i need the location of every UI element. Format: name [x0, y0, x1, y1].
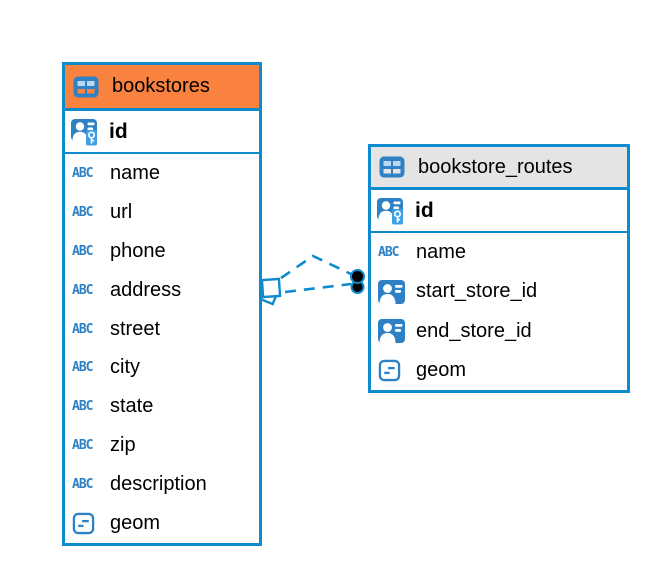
column-row-url[interactable]: ABC url — [65, 193, 259, 232]
column-row-phone[interactable]: ABC phone — [65, 232, 259, 271]
text-type-icon: ABC — [72, 321, 94, 337]
relationship-dots-marker[interactable] — [350, 269, 365, 294]
text-type-icon: ABC — [72, 360, 94, 376]
column-name: state — [110, 395, 154, 418]
primary-key-icon — [377, 197, 407, 225]
relationship-line-lower[interactable] — [284, 282, 352, 294]
text-type-icon: ABC — [72, 282, 94, 298]
column-row-zip[interactable]: ABC zip — [65, 426, 259, 465]
column-row-start-store-id[interactable]: start_store_id — [371, 272, 627, 311]
table-grid-icon — [379, 156, 409, 178]
table-title: bookstores — [112, 75, 210, 97]
table-header-bookstore-routes[interactable]: bookstore_routes — [371, 147, 627, 190]
text-type-icon: ABC — [378, 245, 400, 261]
column-row-description[interactable]: ABC description — [65, 465, 259, 504]
primary-key-icon — [71, 118, 101, 146]
relationship-line-upper[interactable] — [280, 254, 352, 280]
relationship-squares-marker[interactable] — [255, 277, 282, 306]
table-bookstores[interactable]: bookstores id — [62, 62, 262, 546]
text-type-icon: ABC — [72, 399, 94, 415]
text-type-icon: ABC — [72, 165, 94, 181]
column-name: id — [415, 198, 434, 222]
column-name: zip — [110, 434, 136, 457]
text-type-icon: ABC — [72, 477, 94, 493]
column-row-pk-id[interactable]: id — [65, 111, 259, 154]
column-name: end_store_id — [416, 319, 532, 342]
text-type-icon: ABC — [72, 204, 94, 220]
column-name: start_store_id — [416, 280, 538, 303]
table-bookstore-routes[interactable]: bookstore_routes id — [368, 144, 630, 394]
column-name: geom — [110, 511, 161, 534]
text-type-icon: ABC — [72, 243, 94, 259]
column-name: phone — [110, 239, 166, 262]
table-header-bookstores[interactable]: bookstores — [65, 65, 259, 111]
column-row-address[interactable]: ABC address — [65, 271, 259, 310]
table-grid-icon — [73, 76, 103, 98]
column-row-name[interactable]: ABC name — [65, 154, 259, 193]
column-name: description — [110, 473, 207, 496]
table-title: bookstore_routes — [418, 155, 573, 178]
column-row-geom[interactable]: geom — [65, 504, 259, 543]
column-row-city[interactable]: ABC city — [65, 348, 259, 387]
column-name: name — [110, 161, 161, 184]
column-name: url — [110, 200, 133, 223]
column-row-end-store-id[interactable]: end_store_id — [371, 312, 627, 351]
column-row-geom[interactable]: geom — [371, 351, 627, 390]
column-row-state[interactable]: ABC state — [65, 387, 259, 426]
person-card-icon — [378, 319, 408, 344]
column-name: name — [416, 241, 467, 264]
column-name: address — [110, 278, 182, 301]
text-type-icon: ABC — [72, 438, 94, 454]
column-row-name[interactable]: ABC name — [371, 233, 627, 272]
person-card-icon — [378, 279, 408, 304]
column-name: street — [110, 317, 161, 340]
column-name: geom — [416, 359, 467, 382]
geometry-type-icon — [378, 359, 408, 382]
column-row-pk-id[interactable]: id — [371, 190, 627, 233]
column-name: id — [109, 119, 128, 143]
geometry-type-icon — [72, 512, 102, 535]
column-row-street[interactable]: ABC street — [65, 310, 259, 349]
column-name: city — [110, 356, 140, 379]
